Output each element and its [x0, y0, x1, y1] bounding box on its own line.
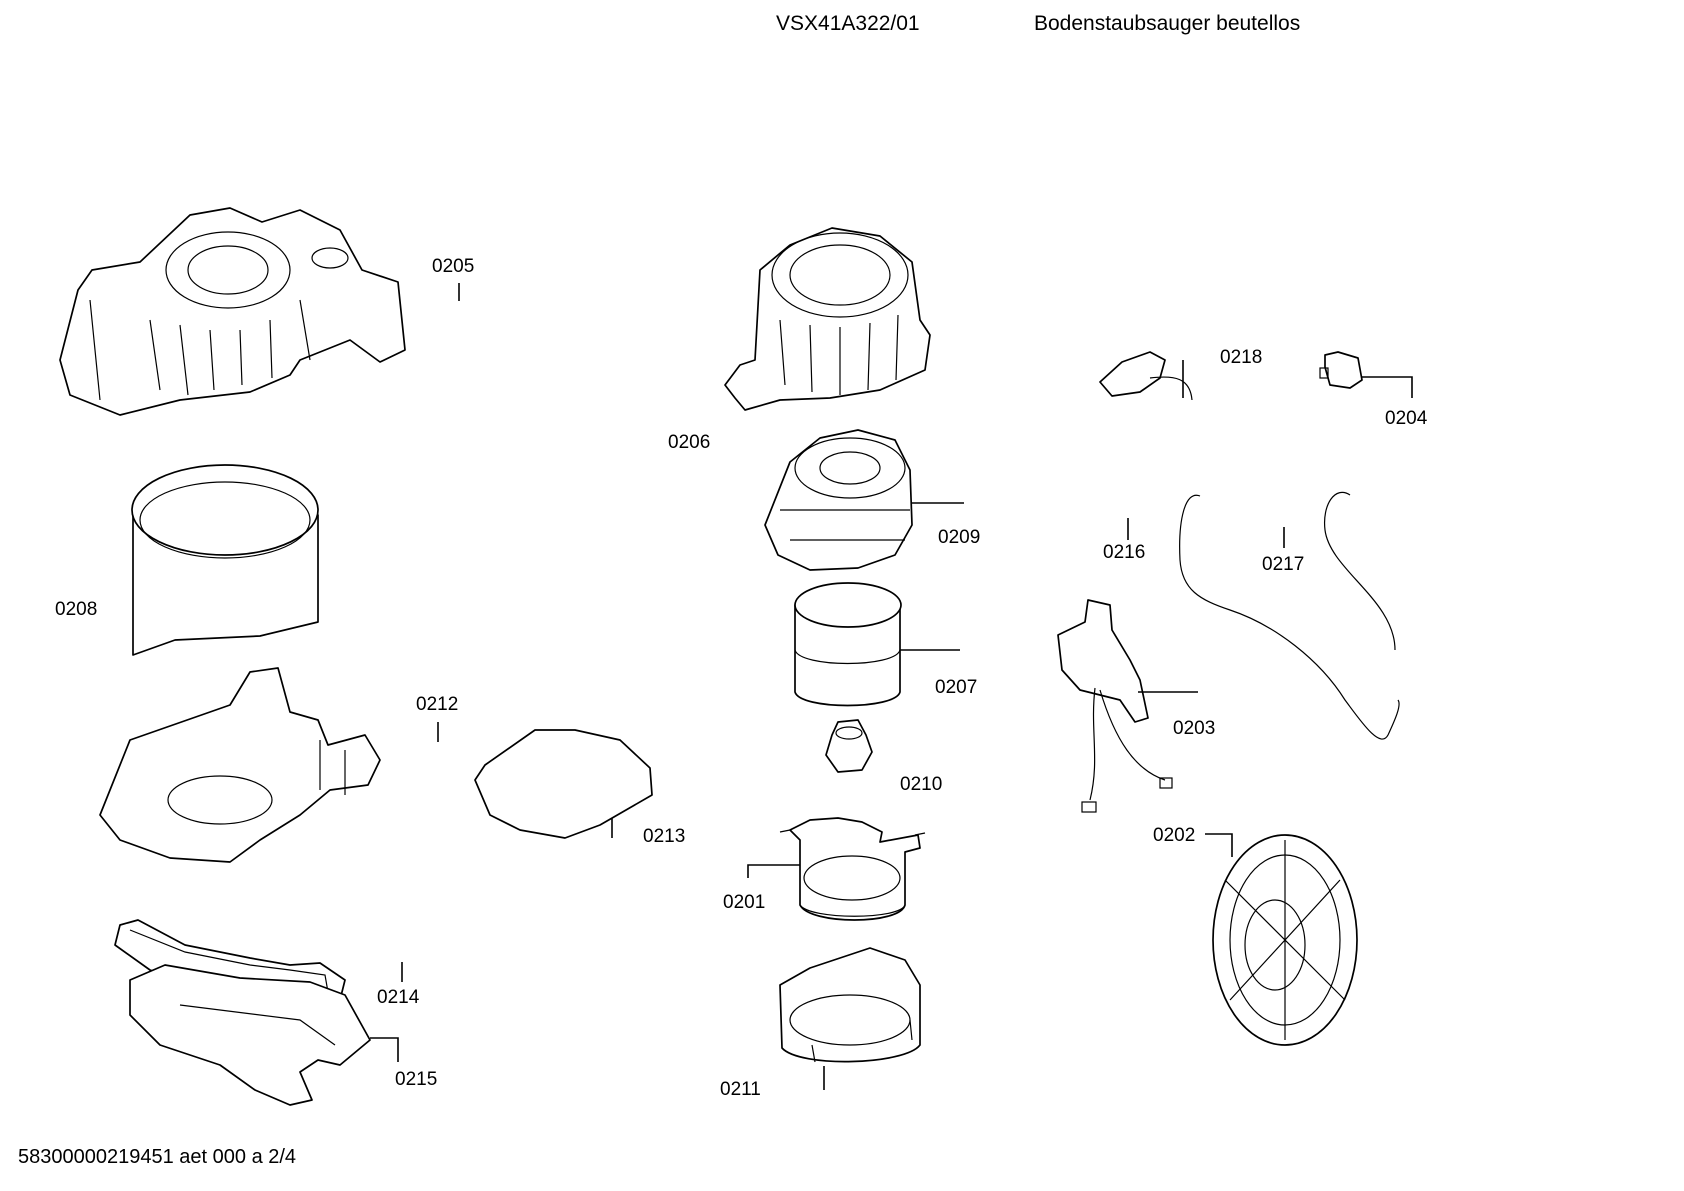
part-0216-hose[interactable]	[1179, 494, 1400, 740]
product-description: Bodenstaubsauger beutellos	[1034, 12, 1301, 35]
part-label-0204: 0204	[1385, 408, 1428, 429]
leader-0204	[1362, 376, 1413, 398]
part-0207-motor-core[interactable]	[794, 582, 902, 707]
part-0215-base-tray[interactable]	[129, 964, 371, 1106]
part-label-0214: 0214	[377, 987, 420, 1008]
part-label-0218: 0218	[1220, 347, 1262, 368]
part-0204-switch[interactable]	[1319, 351, 1363, 389]
part-label-0203: 0203	[1173, 718, 1215, 739]
part-0218-connector[interactable]	[1099, 351, 1193, 401]
part-label-0201: 0201	[723, 892, 765, 913]
part-0211-motor-cup[interactable]	[779, 947, 921, 1063]
leader-0202	[1205, 833, 1233, 857]
leader-0201	[747, 864, 800, 878]
part-0206-motor-cover[interactable]	[724, 227, 931, 411]
part-label-0207: 0207	[935, 677, 977, 698]
model-number: VSX41A322/01	[776, 12, 920, 35]
part-label-0213: 0213	[643, 826, 685, 847]
leader-0215	[370, 1037, 399, 1062]
part-label-0206: 0206	[668, 432, 710, 453]
part-0203-electronics[interactable]	[1057, 599, 1173, 813]
part-label-0211: 0211	[720, 1079, 761, 1100]
part-label-0202: 0202	[1153, 825, 1195, 846]
part-label-0210: 0210	[900, 774, 942, 795]
part-label-0205: 0205	[432, 256, 474, 277]
document-footer: 58300000219451 aet 000 a 2/4	[18, 1146, 297, 1168]
part-0212-lower-housing[interactable]	[99, 667, 381, 863]
part-0213-filter-pad[interactable]	[474, 729, 653, 839]
part-label-0217: 0217	[1262, 554, 1304, 575]
part-0201-motor[interactable]	[779, 817, 926, 921]
part-0217-cable[interactable]	[1323, 491, 1396, 651]
part-0202-fan-wheel[interactable]	[1212, 834, 1358, 1046]
part-label-0215: 0215	[395, 1069, 437, 1090]
part-0210-bearing[interactable]	[825, 719, 873, 773]
part-0208-filter-cylinder[interactable]	[131, 464, 319, 656]
part-label-0212: 0212	[416, 694, 458, 715]
part-label-0208: 0208	[55, 599, 97, 620]
part-0209-fan-housing[interactable]	[764, 429, 913, 571]
part-0205-upper-housing[interactable]	[59, 207, 406, 416]
part-label-0216: 0216	[1103, 542, 1145, 563]
part-label-0209: 0209	[938, 527, 980, 548]
